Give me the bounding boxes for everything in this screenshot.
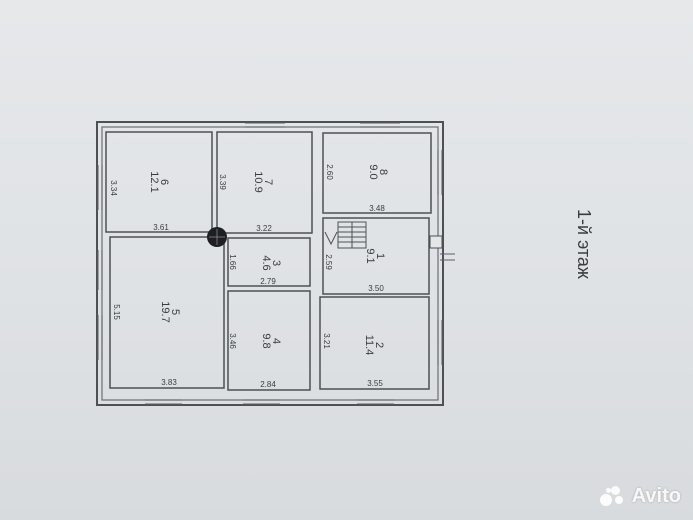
- floor-title: 1-й этаж: [574, 209, 594, 279]
- room-2-area: 11.4: [363, 335, 375, 356]
- room-6-area: 12.1: [148, 171, 160, 192]
- outer-wall: [96, 121, 444, 406]
- room-2-outline: [319, 296, 430, 390]
- avito-logo-icon: [599, 485, 626, 508]
- room-7-number: 7: [262, 179, 274, 185]
- room-6-outline: [105, 131, 213, 233]
- dim-r5-bottom: 3.83: [161, 378, 177, 387]
- room-7-area: 10.9: [252, 171, 264, 192]
- room-1-number: 1: [374, 253, 386, 259]
- dim-r3-bottom: 2.79: [260, 277, 276, 286]
- entrance-door: [429, 235, 443, 249]
- room-2-number: 2: [373, 342, 385, 348]
- staircase: [337, 221, 367, 249]
- room-1-area: 9.1: [364, 248, 376, 263]
- stair-arrow-icon: [324, 231, 338, 246]
- dim-r1-side: 2.59: [324, 254, 333, 270]
- dim-r8-bottom: 3.48: [369, 204, 385, 213]
- dim-r1-bottom: 3.50: [368, 284, 384, 293]
- dim-r5-side: 5.15: [112, 304, 121, 320]
- room-4-outline: [227, 290, 311, 391]
- room-8-outline: [322, 132, 432, 214]
- room-1-outline: [322, 217, 430, 295]
- dim-r7-side: 3.39: [218, 174, 227, 190]
- dim-r6-bottom: 3.61: [153, 223, 169, 232]
- room-6-number: 6: [158, 179, 170, 185]
- room-4-number: 4: [270, 338, 282, 344]
- room-5-number: 5: [169, 309, 181, 315]
- dim-r7-bottom: 3.22: [256, 224, 272, 233]
- room-3-number: 3: [270, 260, 282, 266]
- room-8-number: 8: [377, 169, 389, 175]
- windows: [97, 122, 443, 405]
- dim-r6-side: 3.34: [109, 180, 118, 196]
- dim-r4-side: 3.46: [228, 333, 237, 349]
- dim-r4-bottom: 2.84: [260, 380, 276, 389]
- room-5-area: 19.7: [159, 301, 171, 322]
- room-3-area: 4.6: [260, 255, 272, 270]
- avito-watermark: Avito: [599, 485, 681, 508]
- room-3-outline: [227, 237, 311, 287]
- room-7-outline: [216, 131, 313, 234]
- room-8-area: 9.0: [367, 164, 379, 179]
- dim-r8-side: 2.60: [325, 164, 334, 180]
- room-4-area: 9.8: [260, 333, 272, 348]
- dim-r3-side: 1.66: [228, 254, 237, 270]
- avito-wordmark: Avito: [631, 485, 681, 507]
- dim-r2-side: 3.21: [322, 333, 331, 349]
- room-5-outline: [109, 236, 225, 389]
- dim-r2-bottom: 3.55: [367, 379, 383, 388]
